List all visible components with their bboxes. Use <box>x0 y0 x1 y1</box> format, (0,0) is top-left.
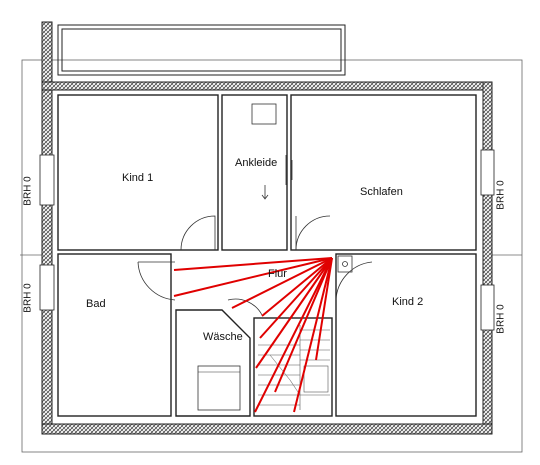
outer-frame <box>20 59 523 453</box>
outlet-dot <box>342 261 348 267</box>
exterior-walls <box>41 21 493 435</box>
door-swings <box>137 155 373 316</box>
down-arrow-icon <box>261 185 269 200</box>
room-label-waesche: Wäsche <box>203 331 243 343</box>
windows <box>39 149 495 331</box>
room-label-ankleide: Ankleide <box>235 157 278 169</box>
room-label-flur: Flur <box>268 268 287 280</box>
room-label-kind1: Kind 1 <box>122 172 154 184</box>
side-label-left-upper: BRH 0 <box>22 176 34 206</box>
room-label-schlafen: Schlafen <box>360 186 403 198</box>
interior-walls <box>57 94 477 417</box>
side-label-right-lower: BRH 0 <box>495 304 507 334</box>
sight-rays <box>173 257 333 413</box>
balcony <box>57 24 346 76</box>
side-label-left-lower: BRH 0 <box>22 283 34 313</box>
ankleide-cabinet <box>251 103 277 125</box>
room-label-kind2: Kind 2 <box>392 296 424 308</box>
side-label-right-upper: BRH 0 <box>495 180 507 210</box>
washer-icon <box>197 365 241 411</box>
room-label-bad: Bad <box>86 298 106 310</box>
outlet-icon <box>337 255 353 273</box>
